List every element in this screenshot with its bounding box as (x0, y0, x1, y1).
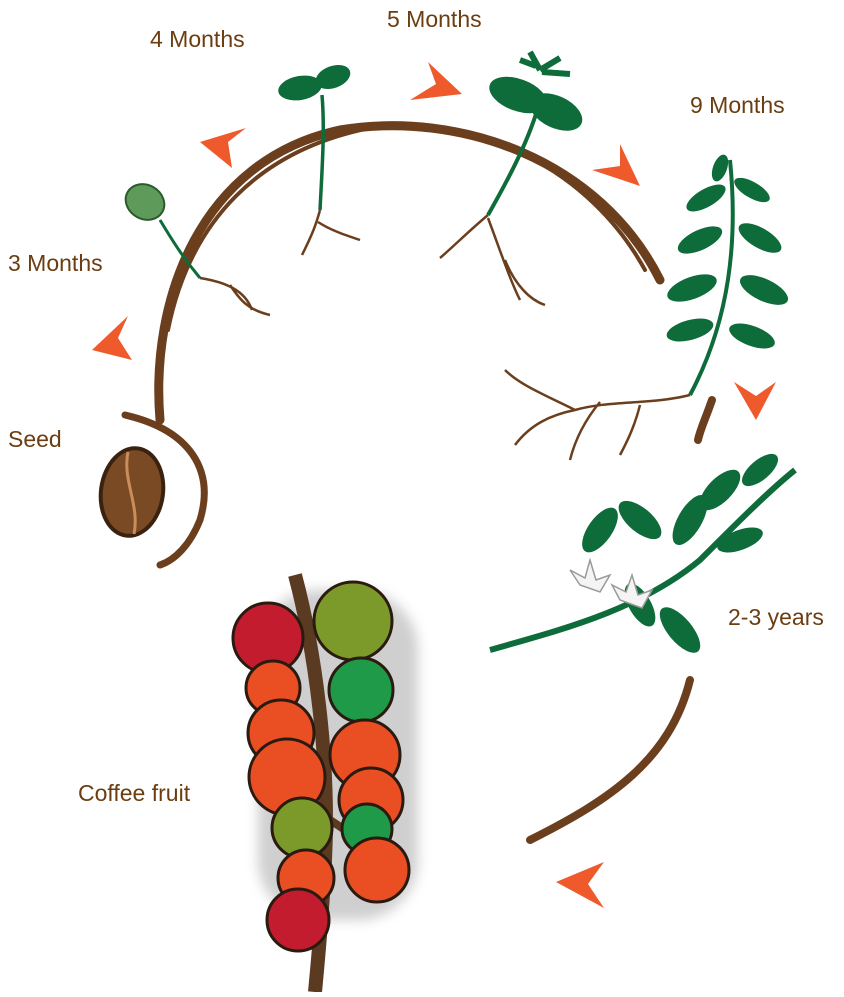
path-stroke-lower (530, 680, 690, 840)
arrow-icon (592, 144, 640, 186)
path-stroke-upper (159, 126, 660, 420)
arrow-icon (556, 862, 604, 908)
stage-label-5-months: 5 Months (387, 6, 482, 33)
leafy-plant-icon (505, 152, 792, 460)
path-stroke-mid (698, 400, 712, 440)
direction-arrows (92, 62, 776, 908)
arrow-icon (734, 382, 776, 420)
arrow-icon (410, 62, 462, 100)
stage-label-2-3-years: 2-3 years (728, 604, 824, 631)
coffee-bean-icon (93, 442, 171, 542)
arrow-icon (92, 316, 132, 360)
coffee-flower-icon (570, 560, 652, 608)
stage-label-seed: Seed (8, 426, 62, 453)
stage-label-3-months: 3 Months (8, 250, 103, 277)
stage-label-9-months: 9 Months (690, 92, 785, 119)
stage-label-4-months: 4 Months (150, 26, 245, 53)
coffee-cherry-cluster-icon (233, 575, 418, 992)
growth-path (125, 126, 712, 840)
arrow-icon (200, 128, 246, 168)
stage-label-coffee-fruit: Coffee fruit (78, 780, 190, 807)
